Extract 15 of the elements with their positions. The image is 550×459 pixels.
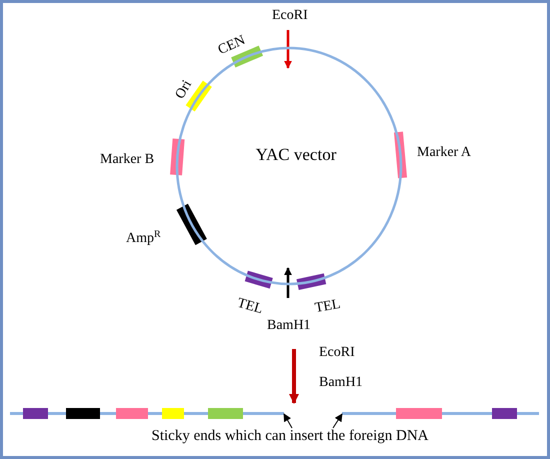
enzyme-label: EcoRI (272, 8, 308, 24)
gene-label: CEN (216, 33, 248, 59)
gene-label: Amp$^{R}$ (126, 231, 161, 247)
enzyme-label: BamH1 (319, 375, 363, 391)
gene-label: Ori (172, 78, 196, 102)
leader-arrow (284, 413, 292, 428)
enzyme-label: BamH1 (267, 318, 311, 334)
caption-text: Sticky ends which can insert the foreign DNA (120, 426, 460, 446)
gene-label: Marker A (417, 145, 472, 161)
gene-label: TEL (235, 296, 264, 318)
gene-label: TEL (314, 296, 342, 318)
gene-label: Marker B (100, 152, 154, 168)
plasmid-title: YAC vector (254, 145, 338, 165)
leader-arrow (332, 413, 342, 428)
enzyme-label: EcoRI (319, 345, 355, 361)
